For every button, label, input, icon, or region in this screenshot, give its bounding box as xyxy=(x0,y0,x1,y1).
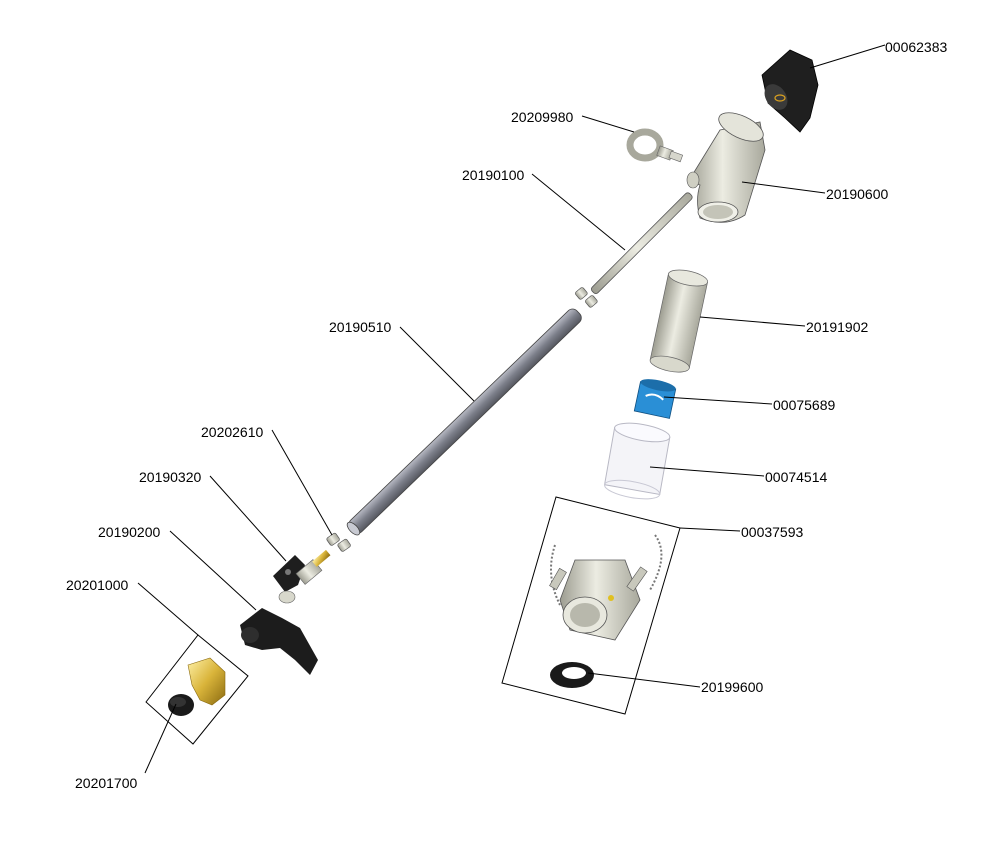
part-label-rod[interactable]: 20190100 xyxy=(462,167,525,183)
leader-lines xyxy=(137,44,886,774)
eye-bolt-part xyxy=(626,128,684,163)
handle-part xyxy=(240,608,318,675)
part-label-camlock-assembly[interactable]: 00037593 xyxy=(741,524,804,540)
part-label-brass-coupling-assembly[interactable]: 20201000 xyxy=(66,577,129,593)
upper-ferrule-part xyxy=(575,287,598,308)
valve-part xyxy=(273,549,331,604)
camlock-part xyxy=(549,534,663,641)
part-label-gasket[interactable]: 20199600 xyxy=(701,679,764,695)
part-label-clear-sleeve[interactable]: 00074514 xyxy=(765,469,828,485)
part-label-valve[interactable]: 20190320 xyxy=(139,469,202,485)
clear-sleeve-part xyxy=(603,422,671,500)
rod-part xyxy=(591,192,693,294)
part-label-eye-bolt[interactable]: 20209980 xyxy=(511,109,574,125)
part-label-long-tube[interactable]: 20190510 xyxy=(329,319,392,335)
part-label-upper-tube[interactable]: 20191902 xyxy=(806,319,869,335)
coupling-assembly-box xyxy=(145,634,249,745)
coupling-seal-part xyxy=(168,694,194,716)
upper-tube-part xyxy=(649,269,708,373)
blue-band-part xyxy=(633,379,677,419)
gasket-part xyxy=(550,662,594,688)
brass-coupling-part xyxy=(187,657,226,706)
part-label-elbow-body[interactable]: 20190600 xyxy=(826,186,889,202)
cap-part xyxy=(761,49,819,133)
long-tube-part xyxy=(346,308,582,536)
part-label-cap[interactable]: 00062383 xyxy=(885,39,948,55)
part-label-blue-band[interactable]: 00075689 xyxy=(773,397,836,413)
ferrule-part xyxy=(326,532,351,552)
elbow-body-part xyxy=(686,112,766,223)
part-label-ferrule[interactable]: 20202610 xyxy=(201,424,264,440)
camlock-assembly-box xyxy=(501,496,681,715)
part-label-handle[interactable]: 20190200 xyxy=(98,524,161,540)
part-label-coupling-seal[interactable]: 20201700 xyxy=(75,775,138,791)
